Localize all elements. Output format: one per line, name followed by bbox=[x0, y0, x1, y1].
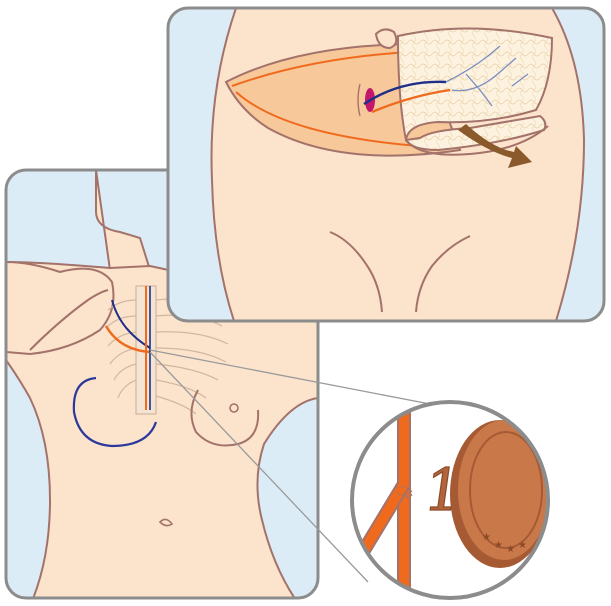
abdomen-panel bbox=[168, 8, 604, 321]
svg-text:★: ★ bbox=[518, 540, 527, 551]
svg-text:★: ★ bbox=[506, 544, 515, 555]
svg-text:★: ★ bbox=[494, 540, 503, 551]
svg-text:★: ★ bbox=[482, 532, 491, 543]
